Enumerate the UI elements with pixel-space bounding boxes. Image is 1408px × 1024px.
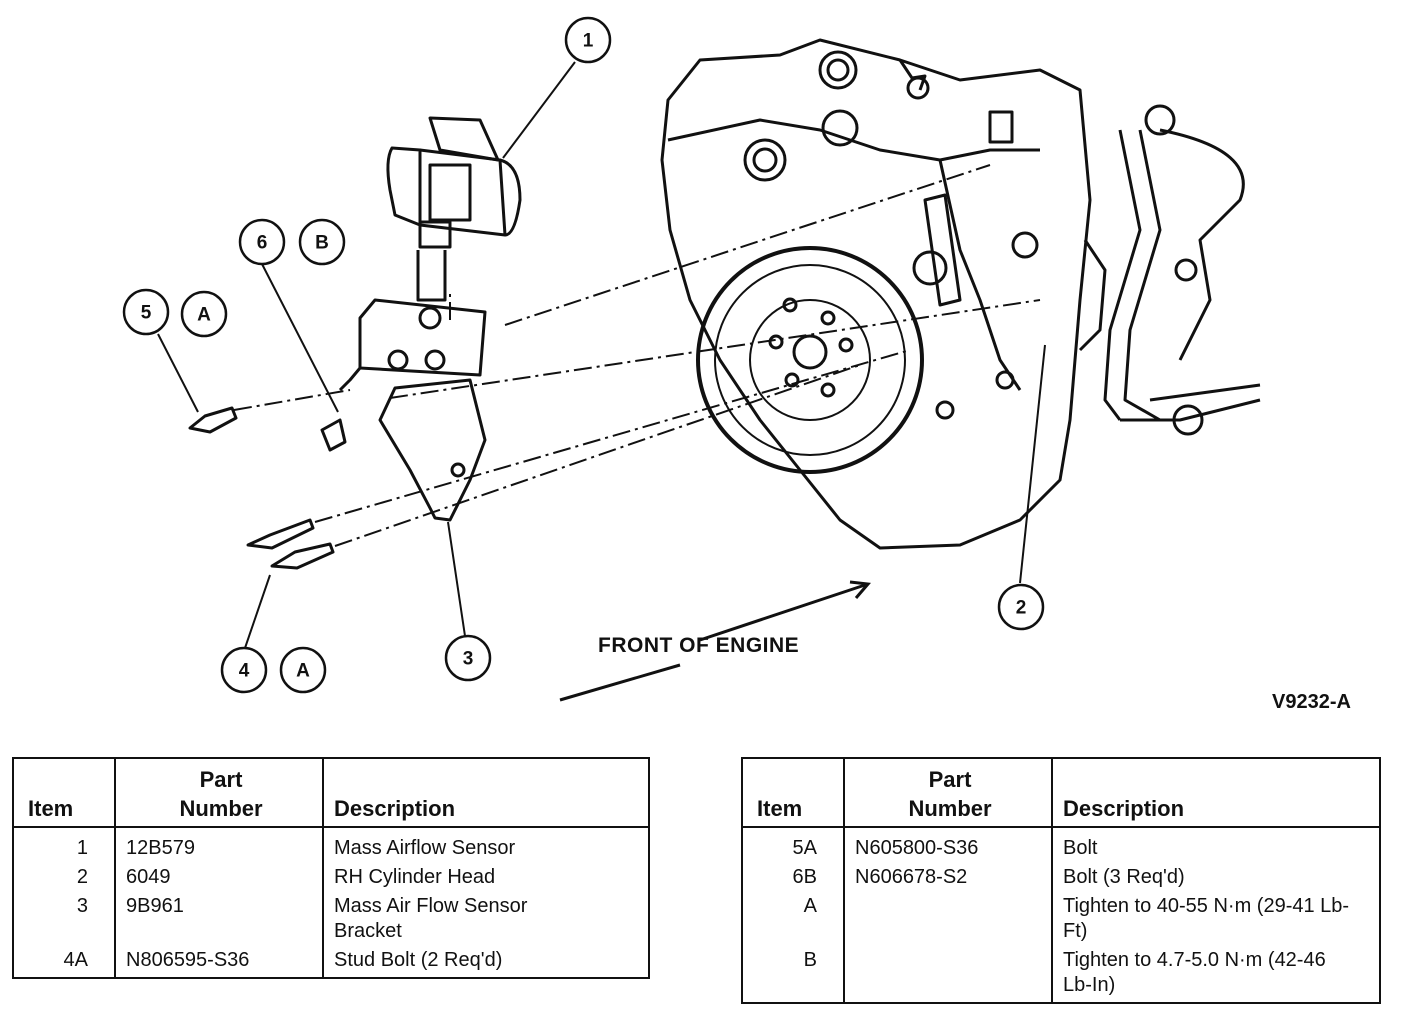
header-description: Description [1051, 758, 1381, 828]
callout-4-a: A [296, 661, 310, 682]
callout-3: 3 [463, 649, 474, 670]
crankshaft-pulley [696, 246, 924, 474]
callout-5-a: A [197, 305, 211, 326]
table-row: 3 9B961 Mass Air Flow Sensor Bracket [12, 894, 650, 948]
table-row: 5A N605800-S36 Bolt [741, 827, 1381, 865]
callout-1: 1 [583, 31, 594, 52]
bolt-drawings [188, 406, 347, 570]
table-row: A Tighten to 40-55 N·m (29-41 Lb-Ft) [741, 894, 1381, 948]
header-item: Item [741, 758, 845, 828]
callout-2: 2 [1016, 598, 1027, 619]
callout-6-b: B [315, 233, 329, 254]
header-item: Item [12, 758, 116, 828]
exploded-view-illustration: 1 2 3 4 A 5 A 6 B [122, 16, 1261, 702]
callout-5: 5 [141, 303, 152, 324]
engine-tubes [1103, 104, 1261, 436]
figure-code: V9232-A [1272, 691, 1351, 713]
callout-6: 6 [257, 233, 268, 254]
table-row: 6B N606678-S2 Bolt (3 Req'd) [741, 865, 1381, 894]
engine-block [660, 38, 1107, 550]
header-description: Description [322, 758, 650, 828]
table-row: 1 12B579 Mass Airflow Sensor [12, 827, 650, 865]
mass-airflow-sensor-drawing [386, 116, 522, 302]
table-row: 4A N806595-S36 Stud Bolt (2 Req'd) [12, 948, 650, 978]
table-row: 2 6049 RH Cylinder Head [12, 865, 650, 894]
callout-4: 4 [239, 661, 250, 682]
table-row: B Tighten to 4.7-5.0 N·m (42-46 Lb-In) [741, 948, 1381, 1003]
front-of-engine-label: FRONT OF ENGINE [598, 634, 800, 657]
front-of-engine-arrow [559, 580, 871, 702]
sensor-bracket-drawing [338, 298, 487, 522]
